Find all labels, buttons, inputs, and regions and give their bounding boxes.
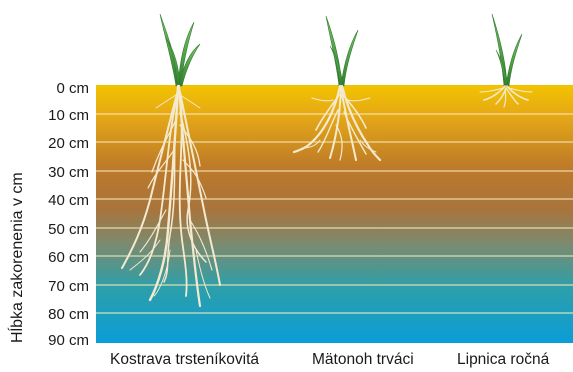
tick-20: 20 cm (48, 135, 89, 152)
tick-10: 10 cm (48, 107, 89, 124)
tick-60: 60 cm (48, 249, 89, 266)
matonoh-leaves-icon (326, 16, 358, 86)
kostrava-leaves-icon (160, 14, 200, 86)
soil-profile (96, 85, 573, 343)
label-kostrava: Kostrava trsteníkovitá (110, 351, 259, 368)
tick-90: 90 cm (48, 332, 89, 349)
tick-70: 70 cm (48, 278, 89, 295)
tick-30: 30 cm (48, 164, 89, 181)
tick-80: 80 cm (48, 306, 89, 323)
tick-50: 50 cm (48, 221, 89, 238)
label-matonoh: Mätonoh trváci (312, 351, 414, 368)
depth-ticks: 0 cm 10 cm 20 cm 30 cm 40 cm 50 cm 60 cm… (48, 80, 89, 349)
plant-labels: Kostrava trsteníkovitá Mätonoh trváci Li… (110, 351, 550, 368)
tick-40: 40 cm (48, 192, 89, 209)
lipnica-leaves-icon (492, 14, 522, 86)
tick-0: 0 cm (56, 80, 89, 97)
y-axis-label: Hĺbka zakorenenia v cm (7, 172, 26, 343)
label-lipnica: Lipnica ročná (457, 351, 550, 368)
